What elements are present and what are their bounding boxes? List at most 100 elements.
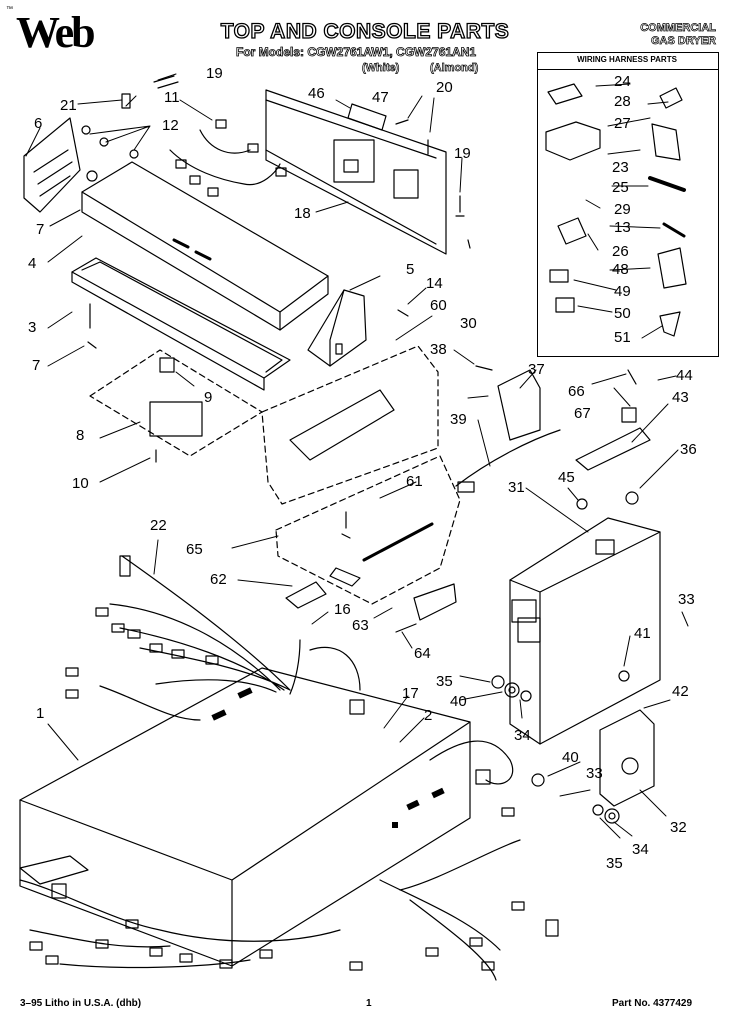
footer-page-number: 1 xyxy=(366,998,372,1009)
callout-65: 65 xyxy=(186,541,203,558)
callout-37: 37 xyxy=(528,361,545,378)
callout-35-upper: 35 xyxy=(436,673,453,690)
callout-7-upper: 7 xyxy=(36,221,45,238)
callout-12: 12 xyxy=(162,117,179,134)
callout-30: 30 xyxy=(460,315,477,332)
callout-21: 21 xyxy=(60,97,77,114)
top-panel xyxy=(19,667,471,967)
callout-34-lower: 34 xyxy=(632,841,649,858)
callout-41: 41 xyxy=(634,625,651,642)
callout-29: 29 xyxy=(614,201,631,218)
leader-lines xyxy=(25,73,689,839)
callout-63: 63 xyxy=(352,617,369,634)
callout-62: 62 xyxy=(210,571,227,588)
main-harness xyxy=(65,555,365,721)
right-end-cap xyxy=(307,289,367,367)
model-numbers: For Models: CGW2761AW1, CGW2761AN1 xyxy=(236,45,477,60)
callout-38: 38 xyxy=(430,341,447,358)
bottom-harness xyxy=(19,740,559,981)
inset-parts xyxy=(545,83,687,337)
callout-31: 31 xyxy=(508,479,525,496)
callout-4: 4 xyxy=(28,255,37,272)
callout-47: 47 xyxy=(372,89,389,106)
callout-10: 10 xyxy=(72,475,89,492)
brand-logo: Web xyxy=(16,8,96,57)
callout-40-lower: 40 xyxy=(562,749,579,766)
console-harness xyxy=(169,119,287,197)
callout-19-right: 19 xyxy=(454,145,471,162)
footer-litho: 3–95 Litho in U.S.A. (dhb) xyxy=(20,998,142,1009)
upper-right-parts xyxy=(395,369,651,633)
callout-66: 66 xyxy=(568,383,585,400)
callout-6: 6 xyxy=(34,115,43,132)
callout-8: 8 xyxy=(76,427,85,444)
callout-33-lower: 33 xyxy=(586,765,603,782)
callout-51: 51 xyxy=(614,329,631,346)
left-end-cap xyxy=(23,117,81,213)
washers-nuts xyxy=(491,491,639,824)
panel-bracket xyxy=(347,103,387,131)
footer-part-number: Part No. 4377429 xyxy=(612,998,693,1009)
callout-36: 36 xyxy=(680,441,697,458)
color-almond-label: (Almond) xyxy=(430,62,479,75)
trademark-mark: ™ xyxy=(6,6,13,13)
bracket-assembly-box xyxy=(275,455,461,609)
timer-assembly xyxy=(89,349,263,457)
burner-housing xyxy=(509,517,661,745)
callout-40-upper: 40 xyxy=(450,693,467,710)
diagram-title: TOP AND CONSOLE PARTS xyxy=(220,19,510,43)
console-support xyxy=(71,257,291,391)
wiring-harness-inset xyxy=(537,52,719,357)
callout-13: 13 xyxy=(614,219,631,236)
console-back xyxy=(81,161,329,331)
callout-20: 20 xyxy=(436,79,453,96)
hardware xyxy=(81,75,493,539)
callout-48: 48 xyxy=(612,261,629,278)
callout-34-upper: 34 xyxy=(514,727,531,744)
control-panel xyxy=(265,89,447,255)
mounting-bracket xyxy=(599,709,655,807)
callout-7-lower: 7 xyxy=(32,357,41,374)
callout-24: 24 xyxy=(614,73,631,90)
callout-18: 18 xyxy=(294,205,311,222)
callout-42: 42 xyxy=(672,683,689,700)
callout-32: 32 xyxy=(670,819,687,836)
callout-61: 61 xyxy=(406,473,423,490)
callout-28: 28 xyxy=(614,93,631,110)
inset-divider xyxy=(537,69,718,70)
switch-assembly-box xyxy=(261,345,439,505)
callout-22: 22 xyxy=(150,517,167,534)
product-type-line2: GAS DRYER xyxy=(651,35,717,48)
callout-25: 25 xyxy=(612,179,629,196)
callout-5: 5 xyxy=(406,261,415,278)
callout-19: 19 xyxy=(206,65,223,82)
callout-16: 16 xyxy=(334,601,351,618)
callout-64: 64 xyxy=(414,645,431,662)
callout-1: 1 xyxy=(36,705,45,722)
callout-35-lower: 35 xyxy=(606,855,623,872)
callout-44: 44 xyxy=(676,367,693,384)
callout-33-upper: 33 xyxy=(678,591,695,608)
callout-39: 39 xyxy=(450,411,467,428)
callout-23: 23 xyxy=(612,159,629,176)
callout-45: 45 xyxy=(558,469,575,486)
callout-17: 17 xyxy=(402,685,419,702)
callout-43: 43 xyxy=(672,389,689,406)
product-type-line1: COMMERCIAL xyxy=(640,22,716,35)
callout-50: 50 xyxy=(614,305,631,322)
callout-3: 3 xyxy=(28,319,37,336)
callout-60: 60 xyxy=(430,297,447,314)
callout-14: 14 xyxy=(426,275,443,292)
callout-46: 46 xyxy=(308,85,325,102)
callout-11: 11 xyxy=(164,89,180,106)
callout-9: 9 xyxy=(204,389,213,406)
callout-49: 49 xyxy=(614,283,631,300)
callout-27: 27 xyxy=(614,115,631,132)
callout-26: 26 xyxy=(612,243,629,260)
callout-67: 67 xyxy=(574,405,591,422)
inset-title: WIRING HARNESS PARTS xyxy=(577,55,677,64)
product-type: COMMERCIAL GAS DRYER xyxy=(640,22,716,48)
callout-2: 2 xyxy=(424,707,433,724)
